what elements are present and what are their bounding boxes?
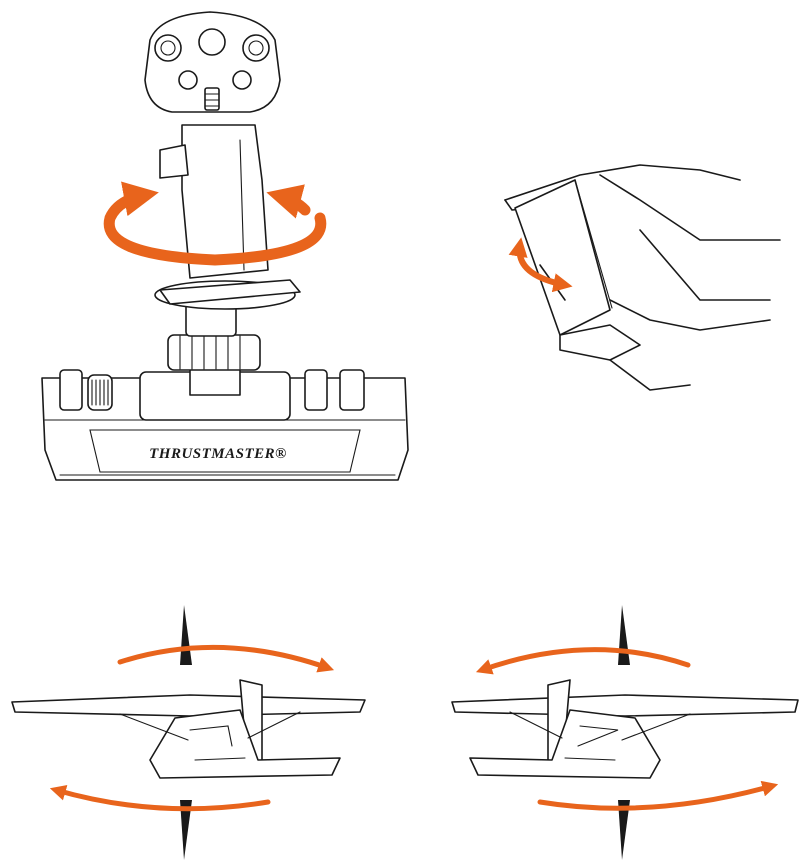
vertical-axis-top [618, 605, 630, 665]
rudder-rocker-illustration [504, 164, 781, 391]
yaw-right-arrow-icon [49, 644, 335, 812]
twist-rotation-arrow-icon [103, 181, 327, 266]
joystick-base: THRUSTMASTER® [41, 364, 409, 481]
vertical-axis-bottom [180, 800, 192, 860]
joystick-grip [144, 11, 281, 279]
plane-yaw-left-illustration [451, 605, 799, 860]
yaw-left-arrow-icon [475, 647, 779, 811]
joystick-neck [154, 279, 301, 371]
vertical-axis-top [180, 605, 192, 665]
rudder-rocker-arrow-icon [508, 237, 573, 293]
vertical-axis-bottom [618, 800, 630, 860]
joystick-illustration: THRUSTMASTER® [41, 11, 409, 481]
plane-yaw-right-illustration [11, 605, 366, 860]
base-brand-label: THRUSTMASTER® [149, 446, 287, 462]
